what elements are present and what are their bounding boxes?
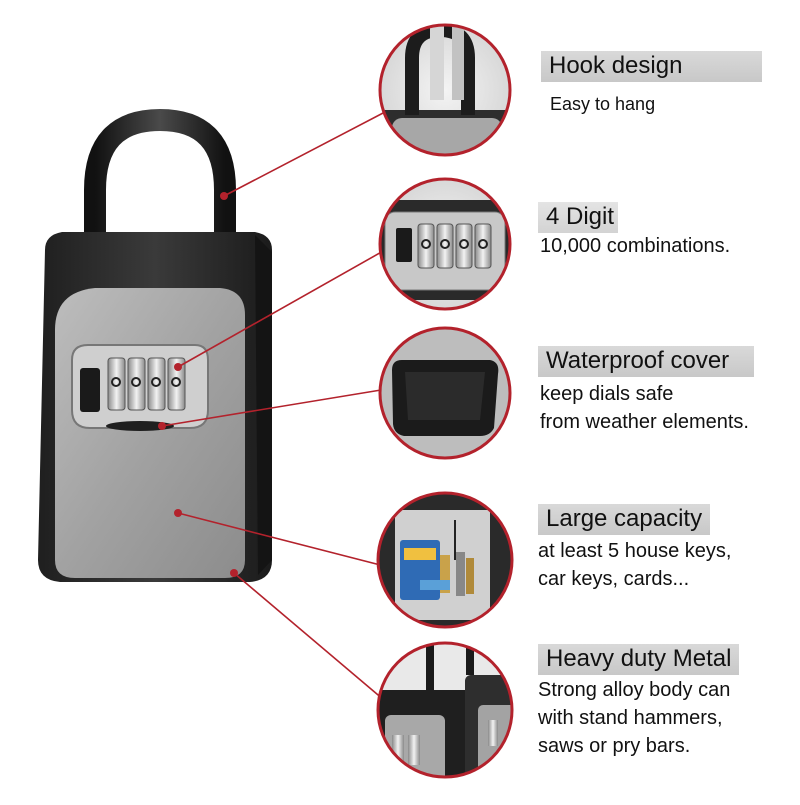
lockbox-body xyxy=(38,232,272,582)
feature-desc-line: car keys, cards... xyxy=(538,568,690,590)
feature-desc-metal: Strong alloy body can with stand hammers… xyxy=(538,676,730,760)
feature-title-digit: 4 Digit xyxy=(538,202,619,233)
feature-title-hook: Hook design xyxy=(541,51,762,82)
callout-metal-detail xyxy=(376,641,514,779)
feature-desc-line: from weather elements. xyxy=(540,411,749,433)
release-button xyxy=(80,368,100,412)
waterproof-cover-slot xyxy=(106,421,174,431)
feature-desc-line: Strong alloy body can xyxy=(538,679,731,701)
callout-hook-detail xyxy=(378,23,512,157)
feature-desc-line: at least 5 house keys, xyxy=(538,540,732,562)
feature-desc-digit: 10,000 combinations. xyxy=(540,232,730,260)
feature-desc-waterproof: keep dials safe from weather elements. xyxy=(540,380,749,436)
feature-title-metal: Heavy duty Metal xyxy=(538,644,740,675)
callout-dots xyxy=(158,192,238,577)
feature-desc-line: saws or pry bars. xyxy=(538,735,691,757)
callout-cover-detail xyxy=(378,326,512,460)
feature-desc-line: with stand hammers, xyxy=(538,707,723,729)
feature-title-waterproof: Waterproof cover xyxy=(538,346,754,377)
feature-desc-hook: Easy to hang xyxy=(550,90,655,118)
feature-desc-line: Easy to hang xyxy=(550,94,656,114)
callout-lines xyxy=(161,111,386,701)
feature-desc-line: 10,000 combinations. xyxy=(540,235,731,257)
shackle-hook xyxy=(84,108,236,281)
callout-dial-detail xyxy=(378,177,512,311)
feature-desc-line: keep dials safe xyxy=(540,383,674,405)
feature-desc-capacity: at least 5 house keys, car keys, cards..… xyxy=(538,537,731,593)
front-panel xyxy=(55,288,245,578)
callout-capacity-detail xyxy=(376,491,514,629)
combination-dials xyxy=(107,357,186,411)
feature-title-capacity: Large capacity xyxy=(538,504,711,535)
